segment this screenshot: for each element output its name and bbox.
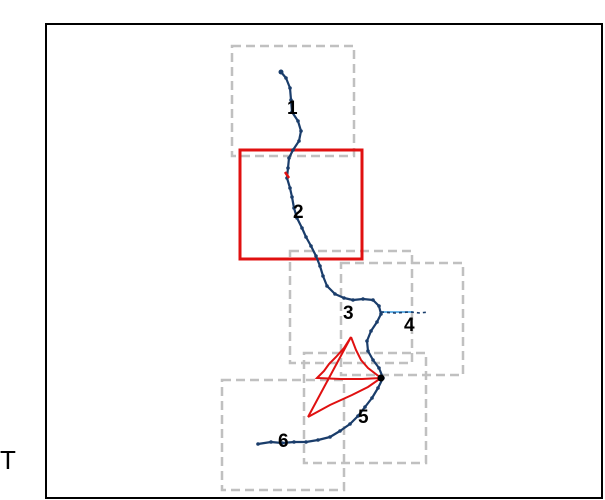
trajectory-point <box>321 274 325 278</box>
trajectory-point <box>351 298 355 302</box>
trajectory-point <box>325 284 329 288</box>
side-letter-t: T <box>0 445 16 475</box>
trajectory-point <box>333 292 337 296</box>
trajectory-point <box>328 435 332 439</box>
trajectory-point <box>295 216 299 220</box>
trajectory-point <box>348 422 352 426</box>
red-connector-lines <box>307 336 382 418</box>
trajectory-point <box>278 69 284 75</box>
trajectory-point <box>297 139 301 143</box>
trajectory-point <box>370 396 374 400</box>
trajectory-point <box>356 414 360 418</box>
trajectory-point <box>314 254 318 258</box>
trajectory-point <box>304 440 308 444</box>
trajectory-point <box>316 438 320 442</box>
trajectory-point <box>377 366 381 370</box>
red-connector-line <box>307 336 352 418</box>
trajectory-point <box>318 264 322 268</box>
red-marker <box>283 171 291 179</box>
red-connector-line <box>314 336 382 380</box>
trajectory-point <box>377 304 381 308</box>
trajectory-point <box>269 440 273 444</box>
trajectory-point <box>296 119 300 123</box>
trajectory-point <box>376 386 380 390</box>
trajectory-point <box>361 297 365 301</box>
trajectory-point <box>300 226 304 230</box>
region-label-3: 3 <box>343 303 354 324</box>
dashed-region-box <box>302 351 428 465</box>
junction-point <box>377 374 385 382</box>
trajectory-point <box>369 329 373 333</box>
region-label-5: 5 <box>358 407 369 428</box>
trajectory-point <box>287 156 291 160</box>
dashed-region-box <box>288 249 414 365</box>
trajectory-point <box>309 244 313 248</box>
trajectory-point <box>288 186 292 190</box>
trajectory-point <box>371 298 375 302</box>
trajectory-point <box>371 358 375 362</box>
red-connector-line <box>350 336 382 379</box>
trajectory-point <box>291 148 295 152</box>
trajectory-point <box>366 349 370 353</box>
trajectory-point <box>292 440 296 444</box>
dashed-region-boxes <box>220 44 465 492</box>
trajectory-point <box>379 312 383 316</box>
trajectory-point <box>284 76 288 80</box>
red-connector-line <box>307 377 382 418</box>
region-label-1: 1 <box>287 98 298 119</box>
trajectory-point <box>292 206 296 210</box>
dashed-region-box <box>220 378 346 492</box>
trajectory-point <box>290 195 294 199</box>
outer-frame <box>45 23 603 499</box>
trajectory-point <box>304 235 308 239</box>
trajectory-point <box>342 296 346 300</box>
trajectory-point <box>256 442 260 446</box>
trajectory-point <box>280 441 284 445</box>
dashed-region-box <box>230 44 356 158</box>
trajectory-point <box>288 86 292 90</box>
region-label-6: 6 <box>278 431 289 452</box>
dashed-region-box <box>339 261 465 377</box>
trajectory-point <box>363 405 367 409</box>
trajectory-point <box>299 129 303 133</box>
trajectory-point <box>290 110 294 114</box>
region-label-4: 4 <box>404 315 415 336</box>
trajectory-point <box>365 339 369 343</box>
trajectory-points <box>256 69 429 446</box>
trajectory-point <box>338 429 342 433</box>
trajectory-point <box>286 166 290 170</box>
trajectory-point <box>289 98 293 102</box>
trajectory-point <box>375 320 379 324</box>
highlighted-region-box <box>238 148 364 261</box>
region-label-2: 2 <box>293 202 304 223</box>
